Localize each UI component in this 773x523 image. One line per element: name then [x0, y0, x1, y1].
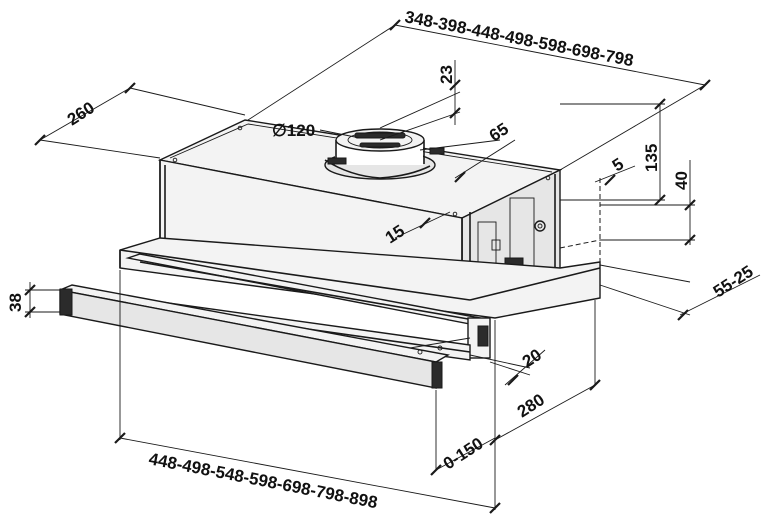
dim-height: 135 — [642, 144, 661, 172]
dim-handle-depth: 20 — [519, 345, 545, 371]
dim-depth: 260 — [64, 98, 98, 129]
dashed-reference — [559, 178, 601, 298]
dim-rail-setback: 55-25 — [710, 262, 757, 302]
dim-outlet-diameter: ∅120 — [272, 121, 315, 140]
dim-top-width: 348-398-448-498-598-698-798 — [403, 7, 635, 70]
front-handle — [57, 284, 471, 389]
dim-side-height: 40 — [672, 171, 691, 190]
dimension-lines — [25, 24, 761, 510]
dim-module-depth: 280 — [514, 390, 548, 421]
dimension-ticks — [24, 19, 711, 514]
dim-front-panel-height: 38 — [6, 293, 25, 312]
dim-bottom-width: 448-498-548-598-698-798-898 — [147, 449, 379, 512]
dim-extension: 0-150 — [440, 434, 487, 474]
dim-outlet-offset: 23 — [437, 65, 456, 84]
dim-rear-gap: 5 — [609, 154, 627, 175]
